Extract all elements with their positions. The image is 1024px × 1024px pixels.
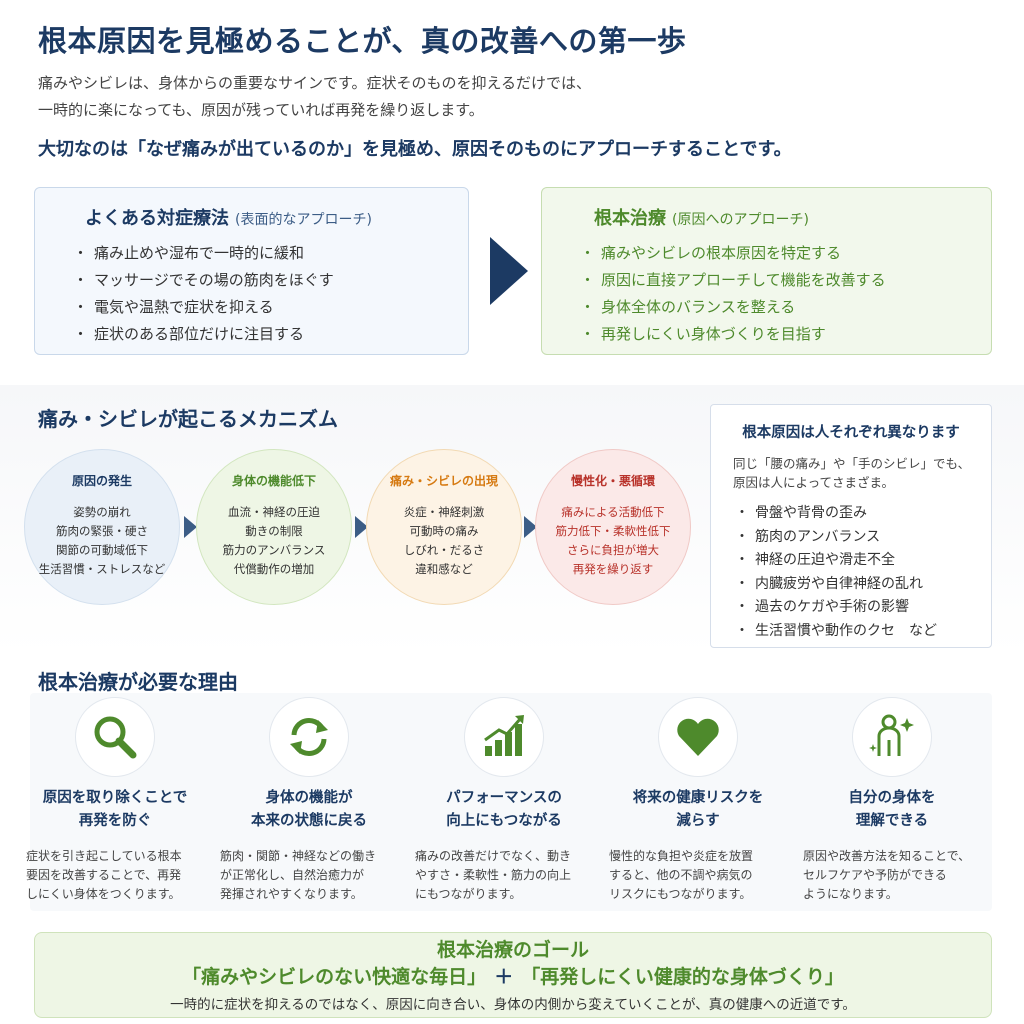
step-title: 痛み・シビレの出現 (389, 474, 498, 488)
person-sparkle-icon (852, 697, 932, 777)
root-treatment-box: 根本治療 (原因へのアプローチ) ・痛みやシビレの根本原因を特定する ・原因に直… (541, 187, 992, 355)
arrow-right-icon (490, 237, 528, 305)
causes-text-line: 原因は人によってさまざま。 (733, 475, 895, 490)
arrow-right-icon (524, 516, 537, 538)
reason-heading: 身体の機能が本来の状態に戻る (251, 790, 367, 829)
reasons-title: 根本治療が必要な理由 (38, 670, 238, 694)
list-item: ・神経の圧迫や滑走不全 (735, 552, 895, 568)
arrow-right-icon (355, 516, 368, 538)
step-title: 慢性化・悪循環 (570, 474, 655, 488)
causes-text-line: 同じ「腰の痛み」や「手のシビレ」でも、 (733, 456, 971, 471)
list-item: ・痛みやシビレの根本原因を特定する (580, 244, 842, 262)
list-item: ・身体全体のバランスを整える (580, 298, 796, 316)
step-line: 筋肉の緊張・硬さ (56, 524, 148, 538)
list-item: ・過去のケガや手術の影響 (735, 599, 909, 615)
reason-description: 慢性的な負担や炎症を放置すると、他の不調や病気のリスクにもつながります。 (609, 849, 754, 901)
list-item: ・電気や温熱で症状を抑える (73, 298, 274, 316)
box-subtitle: (原因へのアプローチ) (672, 212, 809, 228)
reason-heading: 将来の健康リスクを減らす (632, 790, 764, 829)
causes-text: 同じ「腰の痛み」や「手のシビレ」でも、 原因は人によってさまざま。 (729, 454, 973, 492)
box-subtitle: (表面的なアプローチ) (235, 212, 372, 228)
box-heading: よくある対症療法 (表面的なアプローチ) (55, 204, 448, 230)
list-item: ・原因に直接アプローチして機能を改善する (580, 271, 886, 289)
box-heading: 根本治療 (原因へのアプローチ) (562, 204, 971, 230)
symptomatic-treatment-box: よくある対症療法 (表面的なアプローチ) ・痛み止めや湿布で一時的に緩和 ・マッ… (34, 187, 469, 355)
step-line: しびれ・だるさ (403, 543, 485, 557)
reason-card: 身体の機能が本来の状態に戻る 筋肉・関節・神経などの働きが正常化し、自然治癒力が… (214, 697, 404, 904)
step-line: 動きの制限 (245, 524, 303, 538)
symptom-list: ・痛み止めや湿布で一時的に緩和 ・マッサージでその場の筋肉をほぐす ・電気や温熱… (55, 240, 448, 348)
root-causes-box: 根本原因は人それぞれ異なります 同じ「腰の痛み」や「手のシビレ」でも、 原因は人… (710, 404, 992, 648)
root-list: ・痛みやシビレの根本原因を特定する ・原因に直接アプローチして機能を改善する ・… (562, 240, 971, 348)
reason-card: 将来の健康リスクを減らす 慢性的な負担や炎症を放置すると、他の不調や病気のリスク… (603, 697, 793, 904)
reason-heading: 原因を取り除くことで再発を防ぐ (42, 790, 188, 829)
goal-title: 根本治療のゴール (436, 939, 589, 961)
step-title: 原因の発生 (71, 474, 132, 488)
mechanism-step-cause: 原因の発生 姿勢の崩れ 筋肉の緊張・硬さ 関節の可動域低下 生活習慣・ストレスな… (24, 449, 180, 605)
goal-box: 根本治療のゴール 「痛みやシビレのない快適な毎日」＋「再発しにくい健康的な身体づ… (34, 932, 992, 1018)
intro-text: 痛みやシビレは、身体からの重要なサインです。症状そのものを抑えるだけでは、 一時… (38, 70, 591, 124)
list-item: ・生活習慣や動作のクセ など (735, 622, 937, 639)
lead-text: 大切なのは「なぜ痛みが出ているのか」を見極め、原因そのものにアプローチすることで… (38, 139, 792, 160)
search-icon (75, 697, 155, 777)
list-item: ・筋肉のアンバランス (735, 528, 881, 545)
mechanism-step-symptom-onset: 痛み・シビレの出現 炎症・神経刺激 可動時の痛み しびれ・だるさ 違和感など (366, 449, 522, 605)
reason-card: 自分の身体を理解できる 原因や改善方法を知ることで、セルフケアや予防ができるよう… (797, 697, 987, 904)
list-item: ・痛み止めや湿布で一時的に緩和 (73, 244, 305, 262)
goal-note: 一時的に症状を抑えるのではなく、原因に向き合い、身体の内側から変えていくことが、… (170, 997, 856, 1013)
reason-card: 原因を取り除くことで再発を防ぐ 症状を引き起こしている根本要因を改善することで、… (20, 697, 210, 904)
reason-description: 痛みの改善だけでなく、動きやすさ・柔軟性・筋力の向上にもつながります。 (415, 849, 572, 901)
step-line: 関節の可動域低下 (56, 543, 148, 557)
mechanism-step-chronic: 慢性化・悪循環 痛みによる活動低下 筋力低下・柔軟性低下 さらに負担が増大 再発… (535, 449, 691, 605)
step-title: 身体の機能低下 (231, 474, 316, 488)
refresh-icon (269, 697, 349, 777)
reason-heading: 自分の身体を理解できる (848, 790, 936, 829)
goal-statement: 「痛みやシビレのない快適な毎日」＋「再発しにくい健康的な身体づくり」 (182, 966, 844, 988)
list-item: ・骨盤や背骨の歪み (735, 505, 867, 521)
box-title: 根本治療 (594, 208, 666, 229)
reason-heading: パフォーマンスの向上にもつながる (446, 790, 562, 829)
reason-description: 原因や改善方法を知ることで、セルフケアや予防ができるようになります。 (803, 849, 971, 901)
growth-chart-icon (464, 697, 544, 777)
reason-card: パフォーマンスの向上にもつながる 痛みの改善だけでなく、動きやすさ・柔軟性・筋力… (409, 697, 599, 904)
step-line: 代償動作の増加 (233, 562, 315, 576)
intro-line: 痛みやシビレは、身体からの重要なサインです。症状そのものを抑えるだけでは、 (38, 74, 592, 92)
box-title: よくある対症療法 (85, 208, 229, 229)
list-item: ・内臓疲労や自律神経の乱れ (735, 575, 923, 592)
page-title: 根本原因を見極めることが、真の改善への第一歩 (38, 24, 687, 58)
step-line: 筋力低下・柔軟性低下 (555, 524, 671, 538)
arrow-right-icon (184, 516, 197, 538)
step-line: 痛みによる活動低下 (561, 505, 665, 519)
mechanism-step-function-decline: 身体の機能低下 血流・神経の圧迫 動きの制限 筋力のアンバランス 代償動作の増加 (196, 449, 352, 605)
step-line: 再発を繰り返す (572, 562, 654, 576)
causes-list: ・骨盤や背骨の歪み ・筋肉のアンバランス ・神経の圧迫や滑走不全 ・内臓疲労や自… (729, 502, 973, 643)
mechanism-title: 痛み・シビレが起こるメカニズム (38, 407, 338, 431)
step-line: 姿勢の崩れ (73, 505, 131, 519)
step-line: さらに負担が増大 (567, 543, 659, 557)
step-line: 炎症・神経刺激 (403, 505, 485, 519)
step-line: 血流・神経の圧迫 (228, 505, 320, 519)
list-item: ・マッサージでその場の筋肉をほぐす (73, 271, 334, 289)
step-line: 可動時の痛み (409, 524, 479, 538)
list-item: ・症状のある部位だけに注目する (73, 325, 305, 343)
reason-description: 症状を引き起こしている根本要因を改善することで、再発しにくい身体をつくります。 (26, 849, 182, 901)
step-line: 違和感など (415, 562, 473, 576)
reason-description: 筋肉・関節・神経などの働きが正常化し、自然治癒力が発揮されやすくなります。 (220, 849, 377, 901)
causes-title: 根本原因は人それぞれ異なります (742, 425, 960, 441)
list-item: ・再発しにくい身体づくりを目指す (580, 325, 826, 343)
step-line: 生活習慣・ストレスなど (38, 562, 166, 576)
intro-line: 一時的に楽になっても、原因が残っていれば再発を繰り返します。 (38, 101, 484, 119)
step-line: 筋力のアンバランス (222, 543, 326, 557)
heart-icon (658, 697, 738, 777)
